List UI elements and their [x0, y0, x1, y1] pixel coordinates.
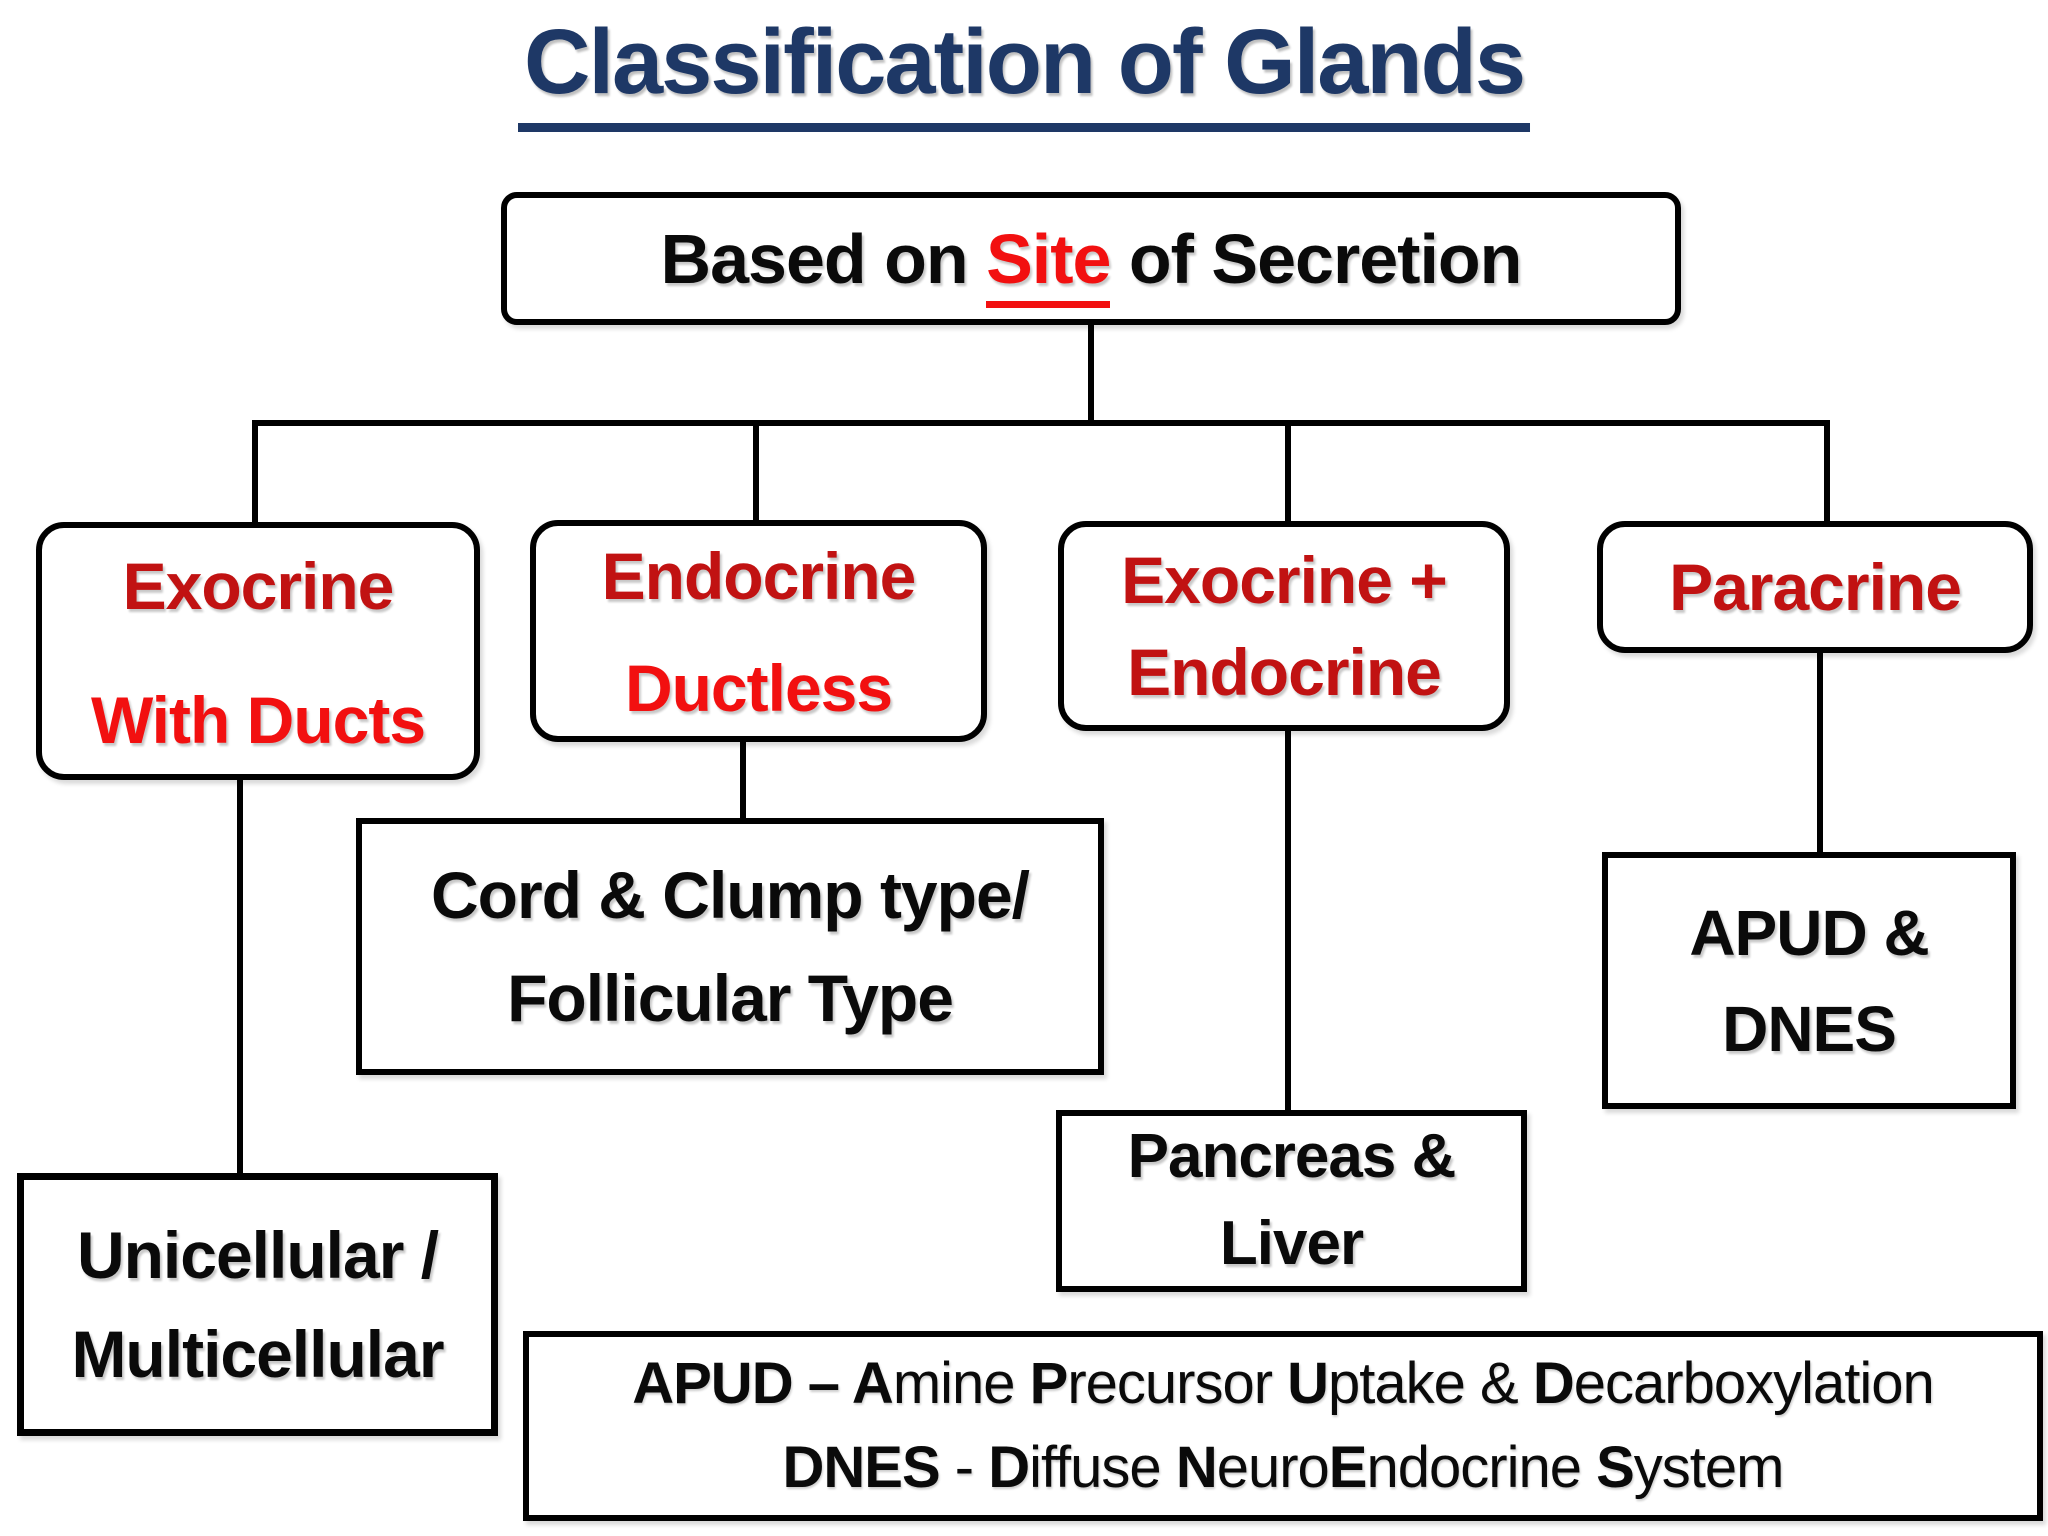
- root-text-pre: Based on: [660, 219, 987, 298]
- connector-link-unicellular: [237, 776, 243, 1175]
- child-unicellular-line1: Unicellular /: [76, 1217, 439, 1292]
- footnote-bold-letter-s: S: [1596, 1435, 1635, 1500]
- branch-box-endocrine: Endocrine Ductless: [530, 520, 987, 742]
- child-pancreas-line1: Pancreas &: [1127, 1122, 1457, 1192]
- connector-link-apud: [1817, 649, 1823, 854]
- child-box-pancreas-liver: Pancreas & Liver: [1056, 1110, 1527, 1292]
- branch-endocrine-line1: Endocrine: [601, 539, 917, 613]
- connector-drop-paracrine: [1824, 420, 1830, 524]
- branch-exocrine-line2: With Ducts: [90, 683, 426, 757]
- page-title: Classification of Glands: [518, 11, 1530, 133]
- footnote-text-uptake: ptake &: [1328, 1350, 1533, 1416]
- connector-bus: [252, 420, 1830, 426]
- branch-endocrine-line2: Ductless: [624, 651, 893, 725]
- footnote-bold-letter-e: E: [1328, 1435, 1368, 1500]
- footnote-text-dash: -: [939, 1435, 989, 1500]
- branch-box-exocrine: Exocrine With Ducts: [36, 522, 480, 780]
- connector-root-stem: [1088, 322, 1094, 424]
- child-apud-line1: APUD &: [1689, 896, 1929, 969]
- child-unicellular-line2: Multicellular: [71, 1316, 444, 1391]
- child-box-cord-clump-follicular: Cord & Clump type/ Follicular Type: [356, 818, 1104, 1075]
- connector-link-cord: [740, 738, 746, 820]
- footnote-bold-letter-n: N: [1175, 1435, 1218, 1500]
- site-highlight: Site: [986, 219, 1111, 308]
- footnote-text-amine: mine: [892, 1350, 1030, 1416]
- root-box-label: Based on Site of Secretion: [660, 219, 1523, 308]
- branch-box-paracrine: Paracrine: [1597, 521, 2033, 653]
- footnote-bold-letter-d: D: [1532, 1350, 1575, 1416]
- footnote-bold-letter-d2: D: [988, 1435, 1030, 1500]
- footnote-bold-letter-a: A: [851, 1350, 894, 1416]
- connector-drop-exocrine: [252, 420, 258, 524]
- root-text-post: of Secretion: [1110, 219, 1523, 298]
- footnote-dnes-acronym: DNES: [782, 1435, 941, 1500]
- footnote-line-apud: APUD – Amine Precursor Uptake & Decarbox…: [632, 1342, 1935, 1426]
- branch-exo-endo-line1: Exocrine +: [1121, 542, 1448, 617]
- child-cord-line1: Cord & Clump type/: [430, 858, 1030, 933]
- branch-exocrine-line1: Exocrine: [122, 549, 395, 623]
- footnote-text-diffuse: iffuse: [1029, 1435, 1176, 1500]
- child-box-unicellular-multicellular: Unicellular / Multicellular: [17, 1173, 498, 1436]
- branch-paracrine-line1: Paracrine: [1669, 550, 1962, 624]
- branch-box-exocrine-endocrine: Exocrine + Endocrine: [1058, 521, 1510, 731]
- footnote-bold-letter-p: P: [1029, 1350, 1069, 1416]
- footnote-bold-letter-u: U: [1287, 1350, 1329, 1416]
- connector-drop-endocrine: [753, 420, 759, 523]
- footnote-text-ndocrine: ndocrine: [1366, 1435, 1597, 1500]
- footnote-text-neuro: euro: [1216, 1435, 1330, 1500]
- footnote-text-decarboxylation: ecarboxylation: [1573, 1350, 1935, 1416]
- child-apud-line2: DNES: [1722, 992, 1897, 1065]
- root-box-site-of-secretion: Based on Site of Secretion: [501, 192, 1681, 325]
- footnote-line-dnes: DNES - Diffuse NeuroEndocrine System: [782, 1426, 1785, 1510]
- footnote-text-precursor: recursor: [1067, 1350, 1288, 1416]
- connector-drop-exo-endo: [1285, 420, 1291, 524]
- branch-exo-endo-line2: Endocrine: [1127, 635, 1442, 709]
- connector-link-pancreas: [1285, 727, 1291, 1112]
- child-cord-line2: Follicular Type: [507, 960, 954, 1035]
- child-pancreas-line2: Liver: [1219, 1209, 1364, 1278]
- footnote-text-ystem: ystem: [1633, 1435, 1785, 1500]
- footnote-box-acronyms: APUD – Amine Precursor Uptake & Decarbox…: [523, 1331, 2043, 1521]
- footnote-apud-acronym: APUD –: [632, 1350, 852, 1416]
- child-box-apud-dnes: APUD & DNES: [1602, 852, 2016, 1109]
